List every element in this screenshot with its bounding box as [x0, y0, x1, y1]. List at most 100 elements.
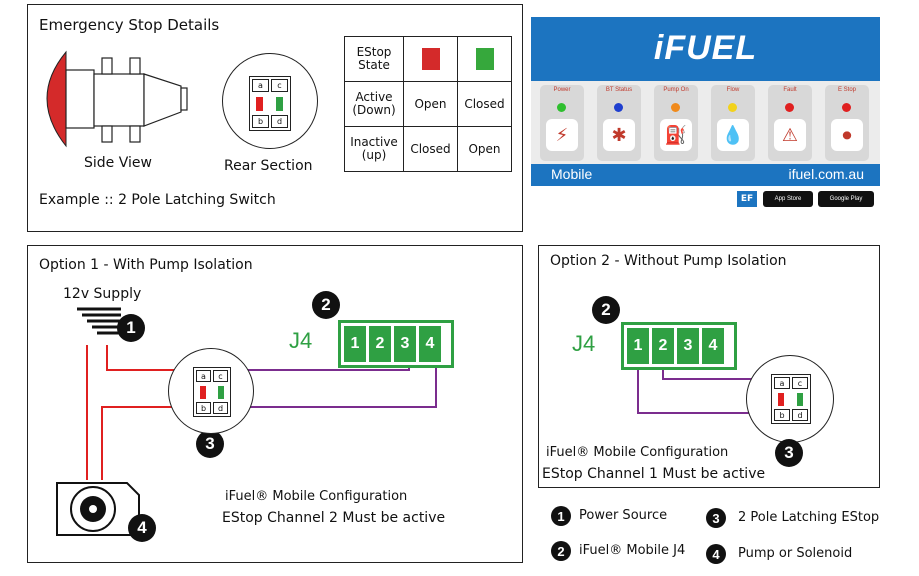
j4-pin-3: 3	[677, 328, 699, 364]
brand-mark: EF	[737, 191, 757, 207]
option2-wiring	[637, 367, 774, 414]
contact-c: c	[213, 370, 228, 382]
flow-dot	[728, 103, 737, 112]
option2-estop-switch: a c b d	[746, 355, 834, 443]
power-supply-icon	[77, 307, 121, 335]
legend-badge-4: 4	[706, 544, 726, 564]
tile-fault: Fault ⚠	[768, 85, 812, 161]
contact-b: b	[774, 409, 790, 421]
j4-label: J4	[289, 328, 313, 353]
ifuel-card: iFUEL Power ⚡ BT Status ✱ Pump On ⛽ Flow…	[531, 17, 880, 213]
contact-b: b	[252, 115, 269, 128]
supply-label: 12v Supply	[63, 286, 142, 302]
contact-c: c	[792, 377, 808, 389]
legend-badge-2: 2	[551, 541, 571, 561]
legend-badge-3: 3	[706, 508, 726, 528]
option2-config-note: EStop Channel 1 Must be active	[542, 466, 766, 482]
side-view-diagram	[46, 50, 188, 148]
ifuel-logo: iFUEL	[653, 29, 758, 67]
power-icon: ⚡	[546, 119, 578, 151]
j4-pin-3: 3	[394, 326, 416, 362]
contact-a: a	[196, 370, 211, 382]
j4-pin-2: 2	[369, 326, 391, 362]
badge-2: 2	[592, 296, 620, 324]
row-active-red: Open	[403, 81, 458, 127]
green-contact-marker	[218, 386, 224, 399]
google-play-badge[interactable]: Google Play	[818, 191, 874, 207]
j4-pin-1: 1	[627, 328, 649, 364]
red-wires	[86, 345, 193, 480]
rear-section-switch: a c b d	[222, 53, 318, 149]
badge-4: 4	[128, 514, 156, 542]
legend-text-1: Power Source	[579, 508, 668, 523]
j4-pin-2: 2	[652, 328, 674, 364]
row-inactive-red: Closed	[403, 126, 458, 172]
contact-d: d	[271, 115, 288, 128]
app-store-badge[interactable]: App Store	[763, 191, 813, 207]
legend-badge-1: 1	[551, 506, 571, 526]
tile-power: Power ⚡	[540, 85, 584, 161]
j4-pin-1: 1	[344, 326, 366, 362]
pump-icon	[56, 482, 140, 536]
tile-e-stop: E Stop ⏺	[825, 85, 869, 161]
mobile-label: Mobile	[551, 166, 593, 182]
warning-icon: ⚠	[774, 119, 806, 151]
e-stop-dot	[842, 103, 851, 112]
contact-a: a	[252, 79, 269, 92]
option1-title: Option 1 - With Pump Isolation	[39, 257, 253, 273]
option2-config-title: iFuel® Mobile Configuration	[546, 445, 729, 460]
header-red	[403, 36, 458, 82]
ifuel-info-bar: Mobile ifuel.com.au	[531, 164, 880, 186]
fuel-pump-icon: ⛽	[660, 119, 692, 151]
fault-dot	[785, 103, 794, 112]
header-green	[457, 36, 512, 82]
contact-d: d	[213, 402, 228, 414]
example-label: Example :: 2 Pole Latching Switch	[39, 192, 276, 208]
j4-connector: 1 2 3 4	[621, 322, 737, 370]
legend-text-3: 2 Pole Latching EStop	[738, 510, 880, 525]
contact-d: d	[792, 409, 808, 421]
red-contact-marker	[200, 386, 206, 399]
green-contact-marker	[276, 97, 283, 111]
j4-pin-4: 4	[419, 326, 441, 362]
website-url[interactable]: ifuel.com.au	[788, 166, 864, 182]
bluetooth-icon: ✱	[603, 119, 635, 151]
row-inactive-green: Open	[457, 126, 512, 172]
legend-text-4: Pump or Solenoid	[738, 546, 853, 561]
option1-config-note: EStop Channel 2 Must be active	[222, 510, 446, 526]
estop-state-table: EStop State Active (Down) Open Closed In…	[344, 36, 512, 172]
contact-c: c	[271, 79, 288, 92]
row-inactive-label: Inactive (up)	[344, 126, 404, 172]
power-status-dot	[557, 103, 566, 112]
option1-config-title: iFuel® Mobile Configuration	[225, 489, 408, 504]
j4-pin-4: 4	[702, 328, 724, 364]
bt-status-dot	[614, 103, 623, 112]
red-contact-marker	[778, 393, 784, 406]
badge-2: 2	[312, 291, 340, 319]
row-active-label: Active (Down)	[344, 81, 404, 127]
j4-label: J4	[572, 331, 596, 356]
tile-flow: Flow 💧	[711, 85, 755, 161]
legend-text-2: iFuel® Mobile J4	[579, 543, 686, 558]
tile-pump-on: Pump On ⛽	[654, 85, 698, 161]
contact-a: a	[774, 377, 790, 389]
contact-b: b	[196, 402, 211, 414]
flow-icon: 💧	[717, 119, 749, 151]
estop-details-title: Emergency Stop Details	[39, 16, 220, 34]
header-estop-state: EStop State	[344, 36, 404, 82]
tile-bt-status: BT Status ✱	[597, 85, 641, 161]
rear-section-label: Rear Section	[224, 158, 313, 174]
badge-3: 3	[196, 430, 224, 458]
green-contact-marker	[797, 393, 803, 406]
pump-on-dot	[671, 103, 680, 112]
badge-3: 3	[775, 439, 803, 467]
j4-connector: 1 2 3 4	[338, 320, 454, 368]
row-active-green: Closed	[457, 81, 512, 127]
badge-1: 1	[117, 314, 145, 342]
red-contact-marker	[256, 97, 263, 111]
red-button-cap	[46, 50, 67, 148]
purple-wires	[637, 367, 774, 414]
side-view-label: Side View	[84, 155, 152, 171]
estop-button-icon: ⏺	[831, 119, 863, 151]
option1-estop-switch: a c b d	[168, 348, 254, 434]
